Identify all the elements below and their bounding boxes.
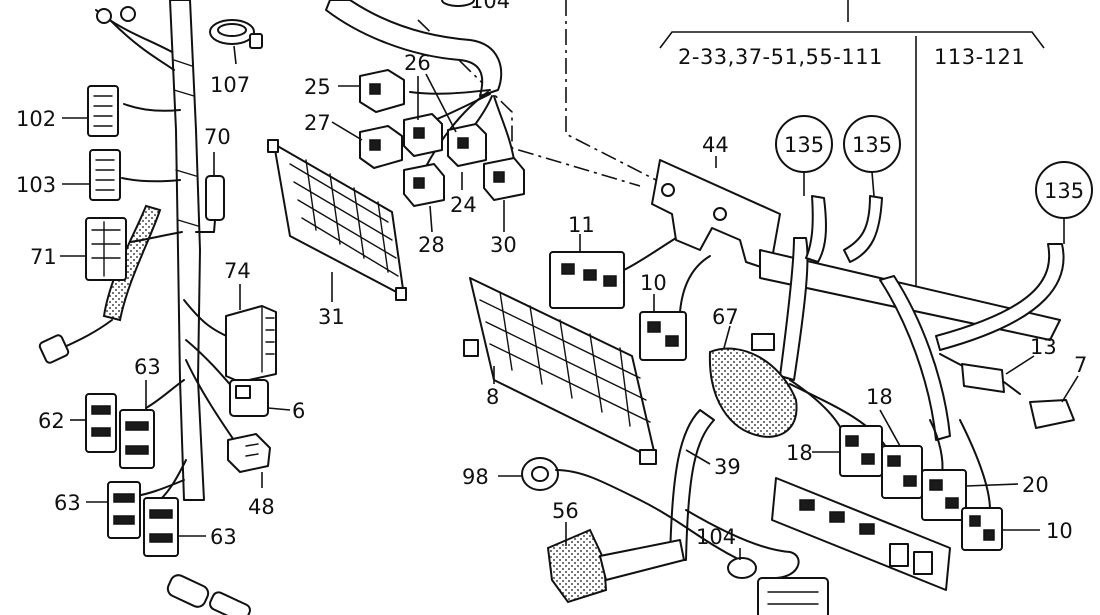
label-44: 44 — [702, 133, 729, 157]
connector-48 — [227, 433, 271, 473]
label-48: 48 — [248, 495, 275, 519]
relay-plate-31 — [267, 139, 407, 301]
label-63-right: 63 — [210, 525, 237, 549]
left-harness-trunk — [38, 0, 241, 501]
leader-lines — [60, 45, 1079, 560]
callout-135-a-text: 135 — [784, 133, 824, 157]
label-10-right: 10 — [1046, 519, 1073, 543]
lower-module — [757, 577, 829, 615]
connector-13 — [961, 363, 1021, 395]
relay-63-right — [143, 497, 179, 557]
reference-line-1 — [565, 0, 661, 183]
label-6: 6 — [292, 399, 305, 423]
bracket-44 — [651, 159, 781, 271]
range-bracket: 2-33,37-51,55-111 113-121 — [659, 0, 1045, 304]
label-67: 67 — [712, 305, 739, 329]
grommet-67 — [708, 333, 798, 438]
relay-10-center — [639, 255, 711, 361]
callout-135-c: 135 — [1035, 161, 1093, 244]
label-18-lower: 18 — [786, 441, 813, 465]
sensor-98 — [521, 457, 741, 561]
label-13: 13 — [1030, 335, 1057, 359]
label-26: 26 — [404, 51, 431, 75]
label-10-center: 10 — [640, 271, 667, 295]
callout-labels: 104 107 102 70 103 71 74 63 6 62 48 63 6… — [16, 0, 1087, 549]
connector-102 — [87, 85, 119, 137]
callout-135-b-text: 135 — [852, 133, 892, 157]
label-39: 39 — [714, 455, 741, 479]
label-104-top: 104 — [470, 0, 510, 13]
relay-28 — [403, 163, 445, 207]
label-30: 30 — [490, 233, 517, 257]
spare-cylinder — [166, 574, 251, 615]
label-27: 27 — [304, 111, 331, 135]
label-63-top: 63 — [134, 355, 161, 379]
label-20: 20 — [1022, 473, 1049, 497]
relay-27 — [359, 125, 403, 169]
label-107: 107 — [210, 73, 250, 97]
relay-20 — [921, 469, 967, 521]
label-98: 98 — [462, 465, 489, 489]
label-24: 24 — [450, 193, 477, 217]
label-18-upper: 18 — [866, 385, 893, 409]
connector-6 — [229, 379, 269, 417]
callout-135-b: 135 — [843, 115, 901, 197]
connector-7 — [1029, 399, 1075, 429]
label-62: 62 — [38, 409, 65, 433]
label-63-left: 63 — [54, 491, 81, 515]
connector-103 — [89, 149, 121, 201]
callout-135-a: 135 — [775, 115, 833, 196]
label-56: 56 — [552, 499, 579, 523]
upper-harness — [325, 0, 515, 171]
fuse-70 — [195, 175, 225, 233]
relay-18-upper — [881, 445, 923, 499]
relay-18-lower — [839, 425, 883, 477]
cable-104 — [685, 509, 800, 580]
label-74: 74 — [224, 259, 251, 283]
grommet-56 — [546, 528, 685, 604]
main-harness-right — [669, 195, 1065, 561]
relay-30 — [483, 157, 525, 201]
label-102: 102 — [16, 107, 56, 131]
relay-25 — [359, 69, 405, 113]
callout-135-c-text: 135 — [1044, 179, 1084, 203]
relay-63-top — [119, 409, 155, 469]
label-31: 31 — [318, 305, 345, 329]
connector-71 — [85, 217, 127, 281]
label-71: 71 — [30, 245, 57, 269]
label-11: 11 — [568, 213, 595, 237]
label-7: 7 — [1074, 353, 1087, 377]
relay-11 — [549, 237, 677, 309]
label-8: 8 — [486, 385, 499, 409]
reference-line-2 — [417, 19, 641, 187]
label-28: 28 — [418, 233, 445, 257]
label-103: 103 — [16, 173, 56, 197]
relay-26 — [403, 113, 443, 157]
clamp-107 — [209, 19, 263, 49]
relay-24 — [447, 123, 487, 167]
relay-carrier-8 — [463, 277, 657, 465]
label-70: 70 — [204, 125, 231, 149]
range-label-a: 2-33,37-51,55-111 — [678, 45, 883, 69]
connector-74 — [225, 305, 277, 383]
relay-62 — [85, 393, 117, 453]
range-label-b: 113-121 — [934, 45, 1025, 69]
relay-63-left — [107, 481, 141, 539]
control-board — [771, 477, 951, 591]
relay-10-right — [961, 507, 1003, 551]
label-104: 104 — [696, 525, 736, 549]
label-25: 25 — [304, 75, 331, 99]
